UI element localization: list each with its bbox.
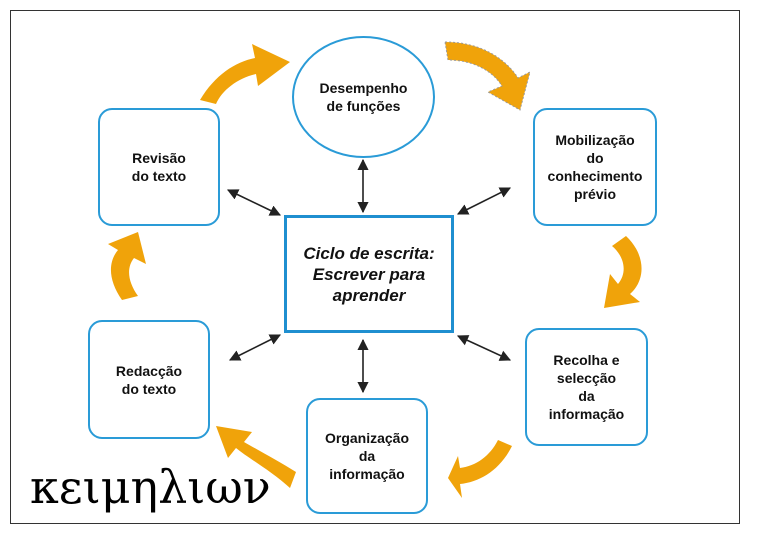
node-mobilizacao: Mobilização do conhecimento prévio — [533, 108, 657, 226]
diagram-frame — [10, 10, 740, 524]
connector-bottom-left — [228, 334, 282, 361]
connector-bottom-right — [456, 335, 512, 361]
cycle-arrow-organizacao-redaccao — [216, 426, 296, 488]
watermark-text: κειμηλιων — [30, 460, 271, 514]
node-organizacao: Organização da informação — [306, 398, 428, 514]
node-desempenho: Desempenho de funções — [292, 36, 435, 158]
node-redaccao: Redacção do texto — [88, 320, 210, 439]
node-recolha: Recolha e selecção da informação — [525, 328, 648, 446]
cycle-arrow-desempenho-mobilizacao — [444, 41, 531, 111]
connector-top-left — [226, 189, 282, 216]
node-ciclo-de-escrita: Ciclo de escrita: Escrever para aprender — [284, 215, 454, 333]
cycle-arrow-redaccao-revisao — [108, 232, 146, 300]
connector-top-right — [456, 187, 512, 215]
cycle-arrow-recolha-organizacao — [448, 440, 512, 498]
cycle-arrow-revisao-desempenho — [200, 44, 290, 104]
cycle-arrow-mobilizacao-recolha — [604, 236, 642, 308]
node-revisao: Revisão do texto — [98, 108, 220, 226]
